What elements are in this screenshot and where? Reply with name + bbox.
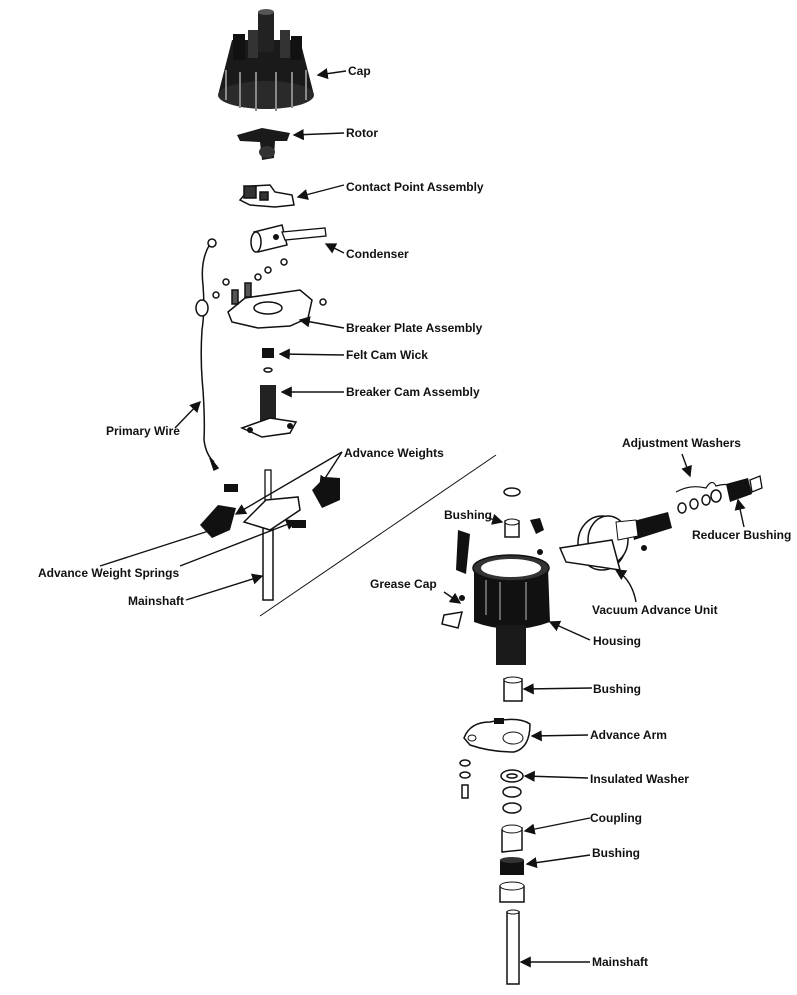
label-bushing-middle: Bushing [593,682,641,696]
label-coupling: Coupling [590,811,642,825]
label-housing: Housing [593,634,641,648]
label-contact-point-assembly: Contact Point Assembly [346,180,484,194]
vacuum-advance-unit-part [558,512,672,571]
label-felt-cam-wick: Felt Cam Wick [346,348,428,362]
label-breaker-plate-assembly: Breaker Plate Assembly [346,321,483,335]
label-bushing-lower: Bushing [592,846,640,860]
advance-arm-part [463,718,531,753]
label-mainshaft-lower: Mainshaft [592,955,649,969]
label-grease-cap: Grease Cap [370,577,437,591]
lower-mainshaft-part [506,909,520,985]
label-bushing-upper: Bushing [444,508,492,522]
cap-part [218,9,314,111]
primary-wire-part [195,238,220,472]
label-mainshaft-upper: Mainshaft [128,594,185,608]
felt-cam-wick-part [262,348,274,373]
breaker-cam-assembly-part [239,385,298,438]
contact-point-assembly-part [238,184,295,208]
adjustment-washers-part [675,481,733,514]
grease-cap-part [441,595,465,629]
breaker-plate-assembly-part [212,258,327,329]
label-condenser: Condenser [346,247,409,261]
label-vacuum-advance-unit: Vacuum Advance Unit [592,603,718,617]
label-advance-arm: Advance Arm [590,728,667,742]
label-advance-weight-springs: Advance Weight Springs [38,566,180,580]
label-breaker-cam-assembly: Breaker Cam Assembly [346,385,480,399]
label-advance-weights: Advance Weights [344,446,444,460]
label-adjustment-washers: Adjustment Washers [622,436,741,450]
upper-mainshaft-part [200,454,497,617]
label-rotor: Rotor [346,126,378,140]
label-insulated-washer: Insulated Washer [590,772,689,786]
reducer-bushing-part [726,475,763,502]
upper-bushing-part [456,487,544,574]
rotor-part [237,128,290,160]
label-cap: Cap [348,64,371,78]
label-primary-wire: Primary Wire [106,424,180,438]
condenser-part [250,224,327,253]
housing-part [472,554,550,665]
leader-lines [99,68,746,968]
insulated-washer-part [459,759,524,814]
middle-bushing-part [503,676,523,702]
coupling-part [501,824,523,853]
label-reducer-bushing: Reducer Bushing [692,528,792,542]
lower-bushing-part [499,857,525,903]
